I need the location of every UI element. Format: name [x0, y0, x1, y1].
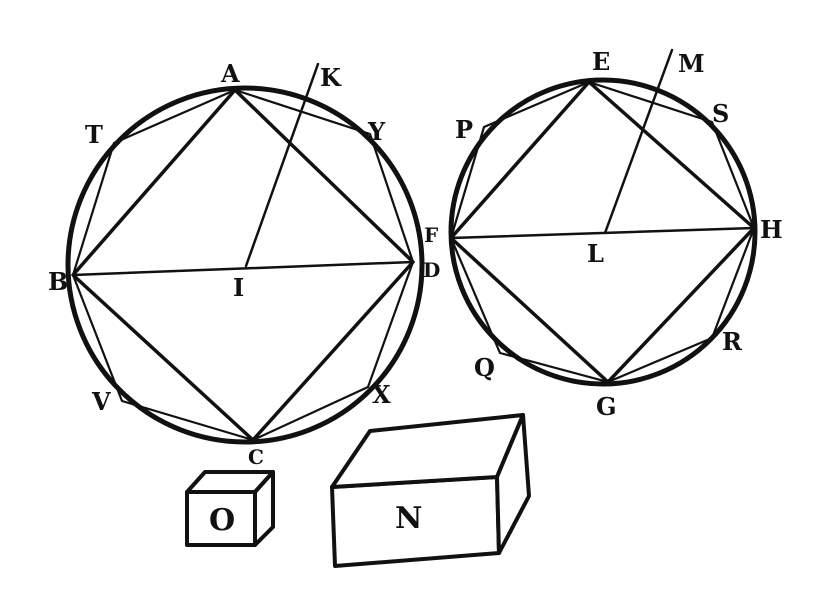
label-g: G	[596, 392, 617, 421]
label-k: K	[320, 63, 342, 92]
label-h: H	[760, 215, 783, 244]
label-t: T	[85, 120, 103, 149]
box-o	[185, 470, 275, 547]
label-f: F	[424, 223, 438, 247]
label-p: P	[455, 115, 473, 144]
box-n	[330, 413, 531, 568]
label-l: L	[587, 239, 604, 268]
label-b: B	[48, 267, 68, 296]
label-x: X	[372, 380, 391, 409]
label-i: I	[233, 273, 244, 302]
box-n-side-face	[495, 413, 531, 555]
label-e: E	[592, 47, 610, 76]
left-inscribed-octagon	[71, 88, 415, 442]
label-n: N	[395, 501, 422, 536]
label-r: R	[722, 327, 743, 356]
label-d: D	[423, 258, 440, 282]
label-o: O	[209, 503, 235, 538]
right-circle-figure	[448, 48, 758, 387]
label-m: M	[678, 49, 705, 78]
label-y: Y	[367, 117, 386, 146]
label-c: C	[248, 445, 264, 469]
left-circle-figure	[65, 62, 425, 445]
right-radius-lm	[603, 48, 674, 235]
label-q: Q	[474, 353, 495, 382]
right-diameter-fh	[449, 226, 756, 240]
left-circle	[65, 85, 425, 445]
box-o-side-face	[253, 470, 275, 547]
left-diameter-bd	[71, 260, 415, 277]
left-radius-ik	[244, 62, 320, 268]
right-circle	[448, 77, 758, 387]
label-s: S	[712, 99, 729, 128]
box-n-top-face	[330, 413, 525, 489]
label-v: V	[91, 387, 111, 416]
label-a: A	[220, 59, 240, 88]
right-inscribed-octagon	[449, 80, 756, 384]
